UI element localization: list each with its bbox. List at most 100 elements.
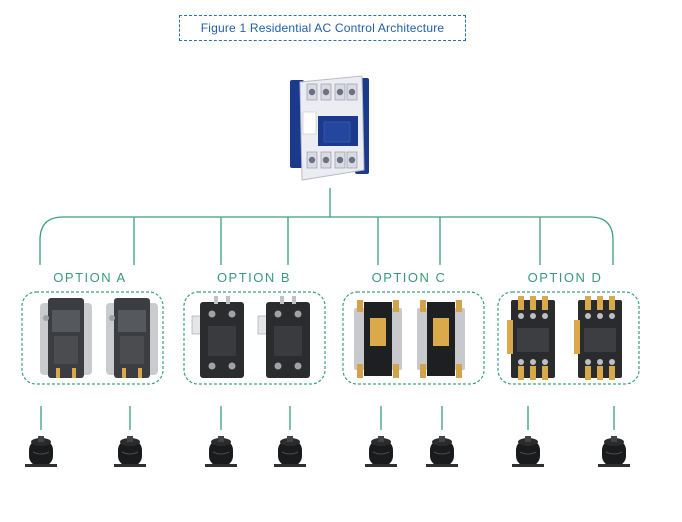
terminal-screw [609,313,615,319]
brand-plate [302,111,317,135]
compressor-shell [209,440,233,466]
terminal-lug [72,368,76,378]
compressor-shell [29,440,53,466]
compressor-icon [426,436,458,467]
terminal-screw [294,362,302,370]
compressor-port [38,436,44,442]
terminal-screw [274,362,282,370]
compressor-shell [118,440,142,466]
compressor-icon [274,436,306,467]
terminal-lug [609,296,615,310]
option-group-border [497,291,640,385]
compressor-base [598,464,630,467]
terminal-pin [226,296,230,304]
compressor-base [426,464,458,467]
terminal-lug [585,366,591,380]
compressor-icon [114,436,146,467]
option-b-group [183,291,326,385]
compressor-highlight [281,451,299,455]
compressor-base [205,464,237,467]
terminal-lug [585,296,591,310]
terminal-pin [280,296,284,304]
option-b-label: OPTION B [216,270,292,285]
terminal-lug [357,364,363,378]
compressor-port [525,436,531,442]
label-panel [208,326,236,356]
compressor-icon [598,436,630,467]
terminal-screw [585,313,591,319]
compressor-port [611,436,617,442]
contactor-image [354,300,402,378]
terminal-lug [420,300,426,312]
compressor-port [287,436,293,442]
terminal-lug [56,368,60,378]
compressor-shell [602,440,626,466]
compressor-highlight [121,451,139,455]
option-d-group [497,291,640,385]
terminal-lug [530,366,536,380]
side-lug [574,320,580,354]
compressor-icon [205,436,237,467]
terminal-screw [228,310,236,318]
terminal-lug [420,364,426,378]
figure-caption: Figure 1 Residential AC Control Architec… [200,21,445,35]
terminal-lug [597,366,603,380]
terminal-screw [542,359,548,365]
option-a-group [21,291,164,385]
figure-caption-box: Figure 1 Residential AC Control Architec… [179,15,466,41]
terminal-lug [542,366,548,380]
terminal-lug [138,368,142,378]
option-group-border [21,291,164,385]
terminal-screw [609,359,615,365]
terminal-screw [308,156,316,164]
contactor-image [507,296,555,380]
compressor-port [439,436,445,442]
terminal-lug [393,300,399,312]
compressor-icon [512,436,544,467]
coil-cover [52,310,80,332]
contactor-image [574,296,622,380]
terminal-lug [530,296,536,310]
contactor-actuator [323,121,351,143]
terminal-screw [518,359,524,365]
terminal-lug [357,300,363,312]
option-group-border [342,291,485,385]
terminal-screw [530,313,536,319]
option-c-group [342,291,485,385]
terminal-lug [393,364,399,378]
compressor-base [114,464,146,467]
terminal-screw [228,362,236,370]
terminal-screw [336,156,344,164]
compressor-shell [278,440,302,466]
bus-line [39,216,614,265]
coil [433,318,449,346]
contactor-image [106,298,158,378]
terminal-pin [214,296,218,304]
coil-cover [118,310,146,332]
option-a-label: OPTION A [53,270,127,285]
terminal-screw [597,313,603,319]
label-panel [120,336,144,364]
compressor-highlight [519,451,537,455]
mount-screw [43,315,49,321]
side-lug [507,320,513,354]
label-panel [584,328,616,352]
compressor-highlight [372,451,390,455]
contactor-image [191,296,244,378]
terminal-screw [348,88,356,96]
terminal-screw [597,359,603,365]
option-c-label: OPTION C [371,270,447,285]
compressor-base [274,464,306,467]
compressor-base [25,464,57,467]
terminal-lug [609,366,615,380]
terminal-screw [208,362,216,370]
connector-tree [39,188,614,265]
terminal-lug [542,296,548,310]
terminal-screw [530,359,536,365]
terminal-screw [322,88,330,96]
terminal-screw [274,310,282,318]
terminal-screw [308,88,316,96]
terminal-lug [597,296,603,310]
compressor-highlight [32,451,50,455]
